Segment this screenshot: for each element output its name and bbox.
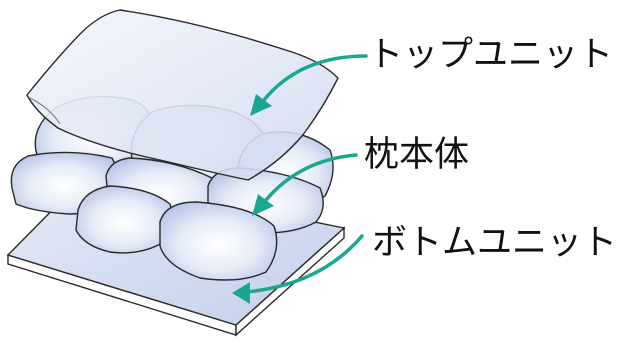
arrows [244,54,368,294]
arrowhead-top-unit [250,94,272,116]
arrow-to-top-unit [262,54,368,102]
label-top-unit: トップユニット [368,35,613,75]
arrow-to-bottom-unit [244,234,364,294]
top-unit-fold-line [29,97,61,125]
label-bottom-unit: ボトムユニット [372,223,617,263]
arrowhead-bottom-unit [232,282,250,304]
arrowhead-pillow-body [252,194,274,216]
top-unit-sheet [26,9,339,181]
cushion-front-right [159,201,278,281]
arrow-to-pillow-body [264,153,358,202]
top-unit-panel [26,9,339,181]
cushion-front-left [75,185,173,254]
label-pillow-body: 枕本体 [364,135,469,175]
arrowheads [232,94,274,304]
